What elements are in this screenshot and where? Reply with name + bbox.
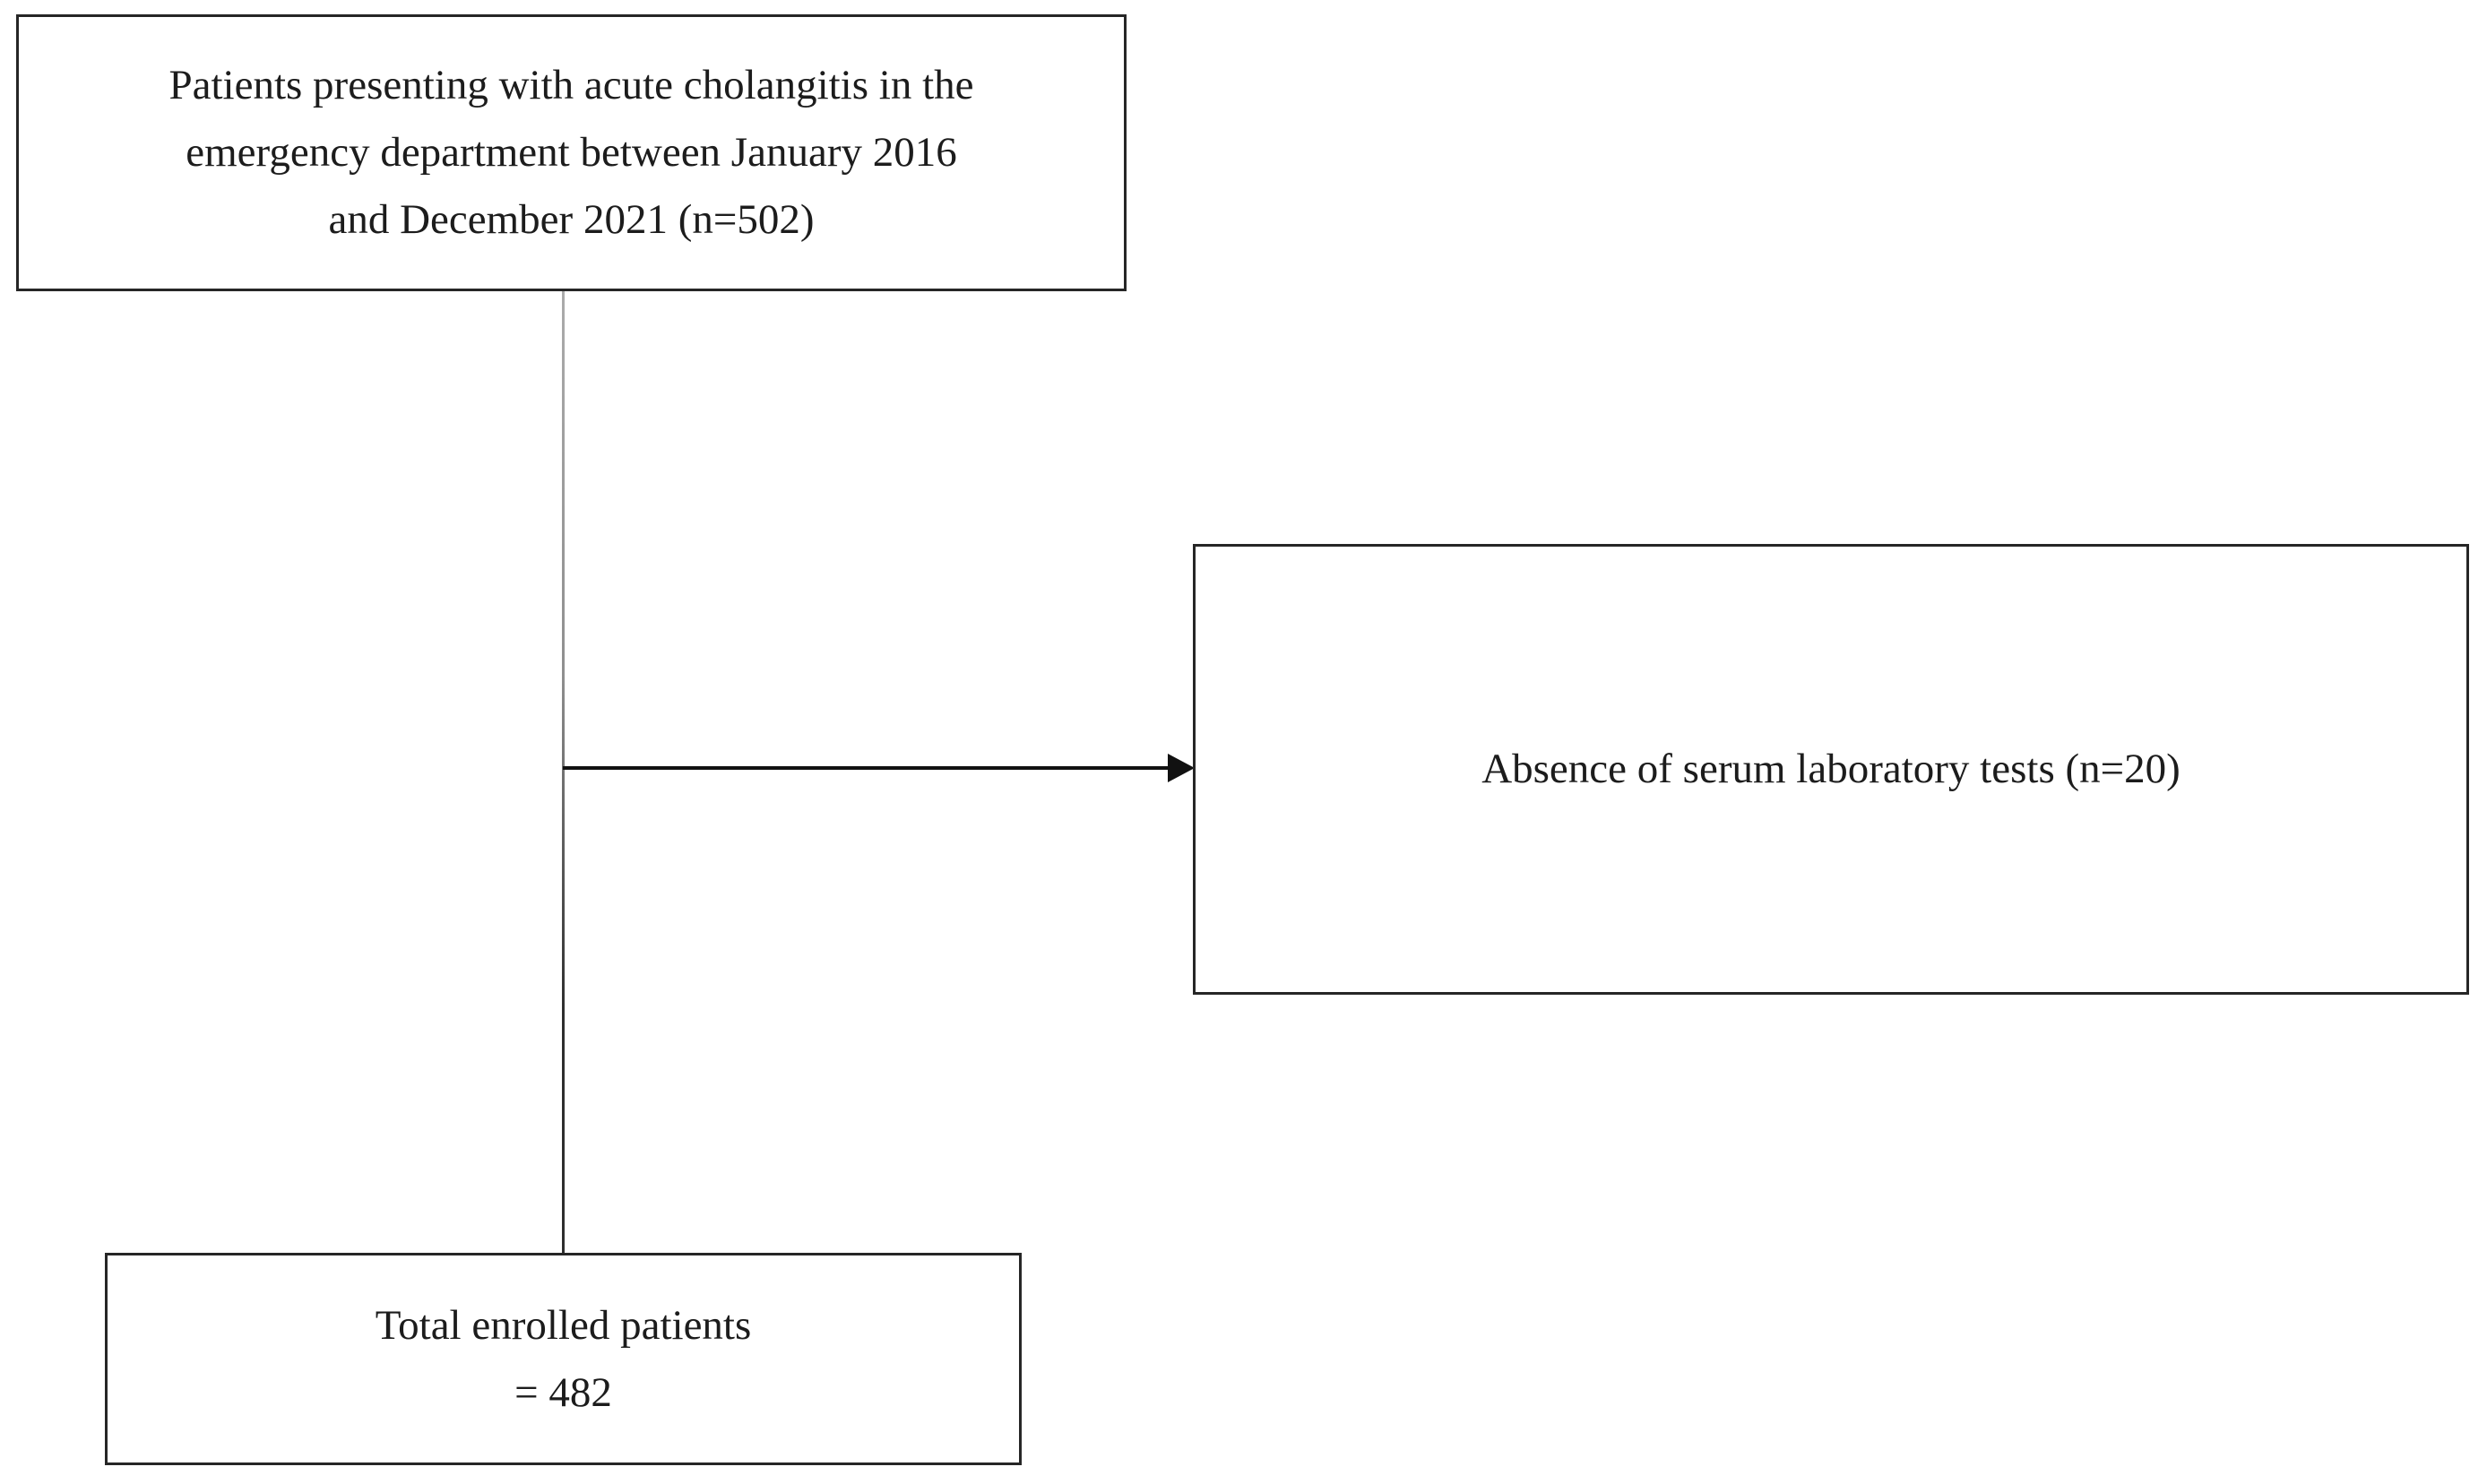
connector-horizontal-arrow [563,766,1169,770]
source-text-line1: Patients presenting with acute cholangit… [168,62,974,108]
source-text-line2: emergency department between January 201… [186,129,957,176]
box-total-enrolled: Total enrolled patients = 482 [105,1253,1022,1465]
enrolled-text-line1: Total enrolled patients [375,1301,752,1349]
box-source-patients: Patients presenting with acute cholangit… [16,14,1127,291]
excluded-text: Absence of serum laboratory tests (n=20) [1481,746,2180,792]
source-text-line3: and December 2021 (n=502) [328,196,815,243]
enrolled-text-line2: = 482 [514,1368,612,1416]
connector-vertical-line [562,291,565,1253]
arrowhead-icon [1168,754,1195,782]
box-excluded: Absence of serum laboratory tests (n=20) [1193,544,2469,995]
